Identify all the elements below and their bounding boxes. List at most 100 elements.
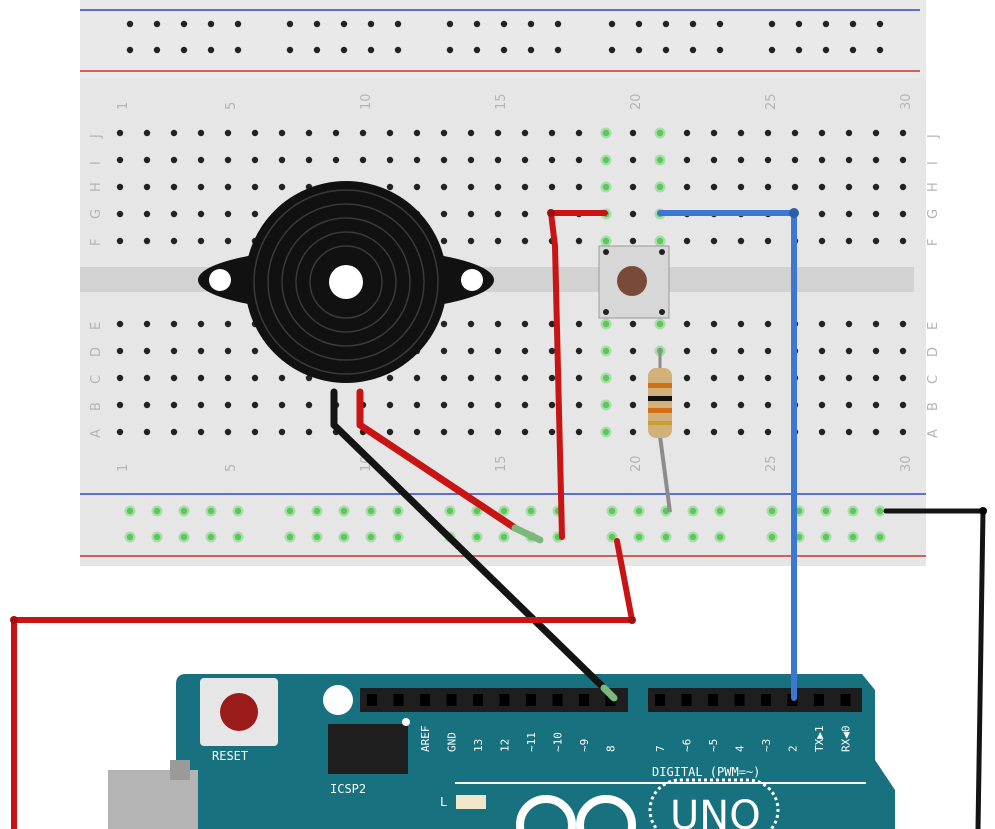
breadboard-hole[interactable] [656,237,664,245]
breadboard-hole[interactable] [710,401,718,409]
breadboard-hole[interactable] [180,533,188,541]
breadboard-hole[interactable] [629,129,637,137]
breadboard-hole[interactable] [467,237,475,245]
breadboard-hole[interactable] [116,374,124,382]
breadboard-hole[interactable] [332,156,340,164]
breadboard-hole[interactable] [170,347,178,355]
breadboard-hole[interactable] [394,533,402,541]
breadboard-hole[interactable] [207,20,215,28]
breadboard-hole[interactable] [413,401,421,409]
breadboard-hole[interactable] [689,507,697,515]
breadboard-hole[interactable] [548,156,556,164]
breadboard-hole[interactable] [278,183,286,191]
breadboard-hole[interactable] [791,156,799,164]
breadboard-hole[interactable] [116,183,124,191]
breadboard-hole[interactable] [467,320,475,328]
breadboard-hole[interactable] [602,129,610,137]
breadboard-hole[interactable] [662,533,670,541]
breadboard-hole[interactable] [313,507,321,515]
breadboard-hole[interactable] [768,46,776,54]
breadboard-hole[interactable] [683,129,691,137]
breadboard-hole[interactable] [440,320,448,328]
breadboard-hole[interactable] [521,183,529,191]
breadboard-hole[interactable] [872,374,880,382]
breadboard-hole[interactable] [872,129,880,137]
breadboard-hole[interactable] [602,183,610,191]
breadboard-hole[interactable] [367,46,375,54]
breadboard-hole[interactable] [313,20,321,28]
breadboard-hole[interactable] [521,347,529,355]
breadboard-hole[interactable] [473,46,481,54]
breadboard-hole[interactable] [683,183,691,191]
breadboard-hole[interactable] [197,210,205,218]
breadboard-hole[interactable] [332,129,340,137]
breadboard-hole[interactable] [764,374,772,382]
breadboard-hole[interactable] [143,156,151,164]
breadboard-hole[interactable] [413,129,421,137]
breadboard-hole[interactable] [710,237,718,245]
breadboard-hole[interactable] [521,401,529,409]
breadboard-hole[interactable] [180,507,188,515]
breadboard-hole[interactable] [494,156,502,164]
breadboard-hole[interactable] [822,533,830,541]
breadboard-hole[interactable] [876,46,884,54]
breadboard-hole[interactable] [683,401,691,409]
breadboard-hole[interactable] [234,20,242,28]
breadboard-hole[interactable] [710,347,718,355]
breadboard-hole[interactable] [737,156,745,164]
breadboard-hole[interactable] [662,20,670,28]
breadboard-hole[interactable] [635,46,643,54]
breadboard-hole[interactable] [683,320,691,328]
breadboard-hole[interactable] [286,533,294,541]
breadboard-hole[interactable] [170,237,178,245]
breadboard-hole[interactable] [548,401,556,409]
breadboard-hole[interactable] [413,428,421,436]
breadboard-hole[interactable] [251,210,259,218]
breadboard-hole[interactable] [440,401,448,409]
breadboard-hole[interactable] [737,237,745,245]
breadboard-hole[interactable] [467,129,475,137]
header-pin[interactable] [367,694,377,706]
breadboard-hole[interactable] [467,183,475,191]
breadboard-hole[interactable] [845,401,853,409]
breadboard-hole[interactable] [500,46,508,54]
breadboard-hole[interactable] [876,20,884,28]
breadboard-hole[interactable] [494,347,502,355]
breadboard-hole[interactable] [234,533,242,541]
breadboard-hole[interactable] [500,533,508,541]
breadboard-hole[interactable] [278,401,286,409]
breadboard-hole[interactable] [575,183,583,191]
breadboard-hole[interactable] [849,507,857,515]
breadboard-hole[interactable] [394,507,402,515]
breadboard-hole[interactable] [126,46,134,54]
breadboard-hole[interactable] [737,374,745,382]
breadboard-hole[interactable] [822,20,830,28]
breadboard-hole[interactable] [494,374,502,382]
breadboard-hole[interactable] [386,156,394,164]
breadboard-hole[interactable] [608,20,616,28]
breadboard-hole[interactable] [791,183,799,191]
breadboard-hole[interactable] [822,46,830,54]
breadboard-hole[interactable] [251,156,259,164]
breadboard-hole[interactable] [386,374,394,382]
breadboard-hole[interactable] [689,20,697,28]
breadboard-hole[interactable] [768,533,776,541]
breadboard-hole[interactable] [413,374,421,382]
breadboard-hole[interactable] [521,156,529,164]
breadboard-hole[interactable] [224,183,232,191]
breadboard-hole[interactable] [629,183,637,191]
breadboard-hole[interactable] [872,428,880,436]
breadboard-hole[interactable] [575,237,583,245]
breadboard-hole[interactable] [710,129,718,137]
breadboard-hole[interactable] [764,129,772,137]
breadboard-hole[interactable] [683,237,691,245]
breadboard-hole[interactable] [278,374,286,382]
breadboard-hole[interactable] [224,237,232,245]
breadboard-hole[interactable] [521,374,529,382]
breadboard-hole[interactable] [629,320,637,328]
breadboard-hole[interactable] [367,20,375,28]
breadboard-hole[interactable] [467,156,475,164]
breadboard-hole[interactable] [224,401,232,409]
breadboard-hole[interactable] [170,401,178,409]
breadboard-hole[interactable] [394,20,402,28]
